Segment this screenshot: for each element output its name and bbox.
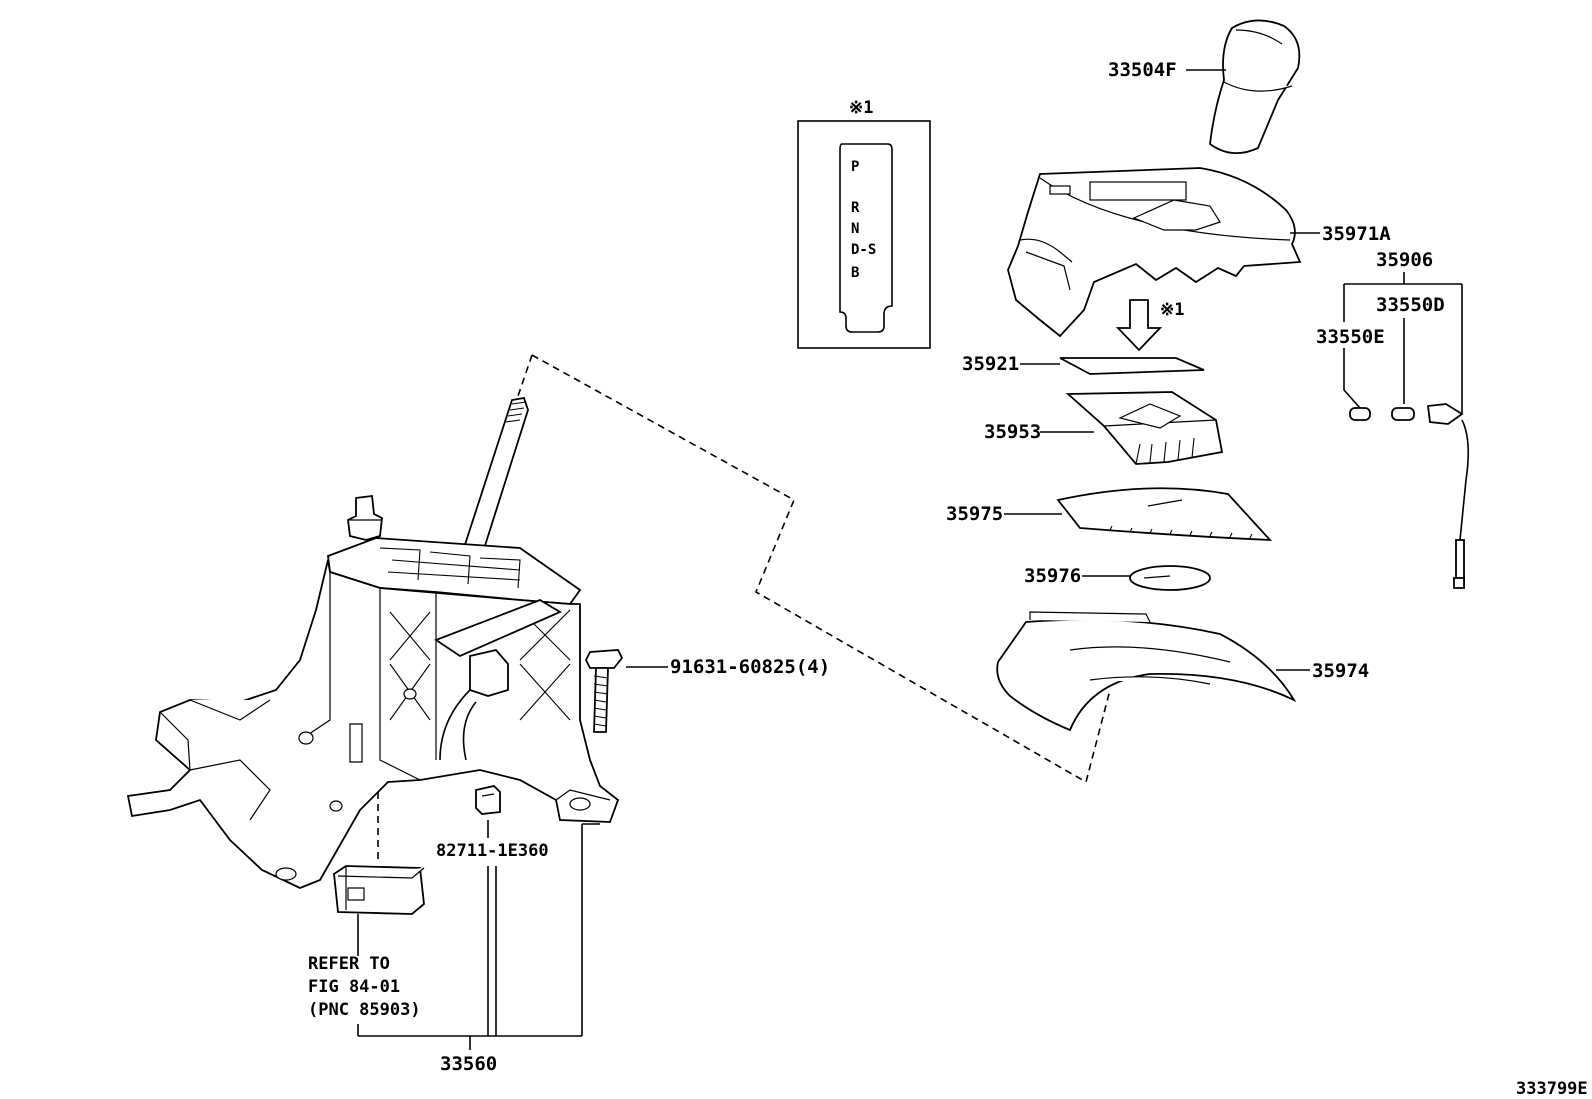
disc: 35976 xyxy=(1024,565,1211,591)
label-bulb-e: 33550E xyxy=(1316,326,1385,348)
gate-outline xyxy=(839,143,893,333)
label-refer-1: REFER TO xyxy=(308,954,390,974)
clip: 82711-1E360 xyxy=(436,785,549,861)
gate-pos-ds: D-S xyxy=(851,242,876,258)
label-refer-2: FIG 84-01 xyxy=(308,977,400,997)
label-indicator-assy: 35906 xyxy=(1376,249,1433,271)
label-bulb-d: 33550D xyxy=(1376,294,1445,316)
arrow-note-mark: ※1 xyxy=(1160,300,1184,320)
figure-code: 333799E xyxy=(1516,1079,1588,1099)
gate-pos-p: P xyxy=(851,159,859,175)
bolt: 91631-60825(4) xyxy=(584,649,830,733)
gate-pos-b: B xyxy=(851,265,859,281)
lower-cover: 35974 xyxy=(996,611,1369,732)
gate-pos-n: N xyxy=(851,221,859,237)
shifter-base xyxy=(126,396,620,889)
shift-bezel: 35971A xyxy=(1007,167,1391,338)
indicator-plate: 35921 xyxy=(962,353,1205,375)
control-module: REFER TO FIG 84-01 (PNC 85903) xyxy=(308,865,425,1020)
indicator-housing: 35953 xyxy=(984,391,1224,465)
label-shifter-assy: 33560 xyxy=(440,1053,497,1075)
inset-note-mark: ※1 xyxy=(849,98,873,118)
label-clip: 82711-1E360 xyxy=(436,841,549,861)
label-housing: 35953 xyxy=(984,421,1041,443)
label-disc: 35976 xyxy=(1024,565,1081,587)
label-knob: 33504F xyxy=(1108,59,1177,81)
indicator-bulbs: 35906 33550D 33550E xyxy=(1316,249,1470,589)
slide-cover: 35975 xyxy=(946,487,1273,541)
note-arrow: ※1 xyxy=(1115,299,1184,352)
assy-leader-bracket: 33560 xyxy=(357,820,600,1075)
label-refer-3: (PNC 85903) xyxy=(308,1000,421,1020)
inset-frame xyxy=(797,120,931,349)
exploded-leader-dashed xyxy=(531,354,1111,784)
gate-pos-r: R xyxy=(851,200,860,216)
label-bezel: 35971A xyxy=(1322,223,1391,245)
shift-gate-inset: ※1 P R N D-S B xyxy=(797,98,931,349)
shift-knob: 33504F xyxy=(1108,19,1301,154)
label-indicator-plate: 35921 xyxy=(962,353,1019,375)
label-lower-cover: 35974 xyxy=(1312,660,1369,682)
label-bolt: 91631-60825(4) xyxy=(670,656,830,678)
label-slide-cover: 35975 xyxy=(946,503,1003,525)
